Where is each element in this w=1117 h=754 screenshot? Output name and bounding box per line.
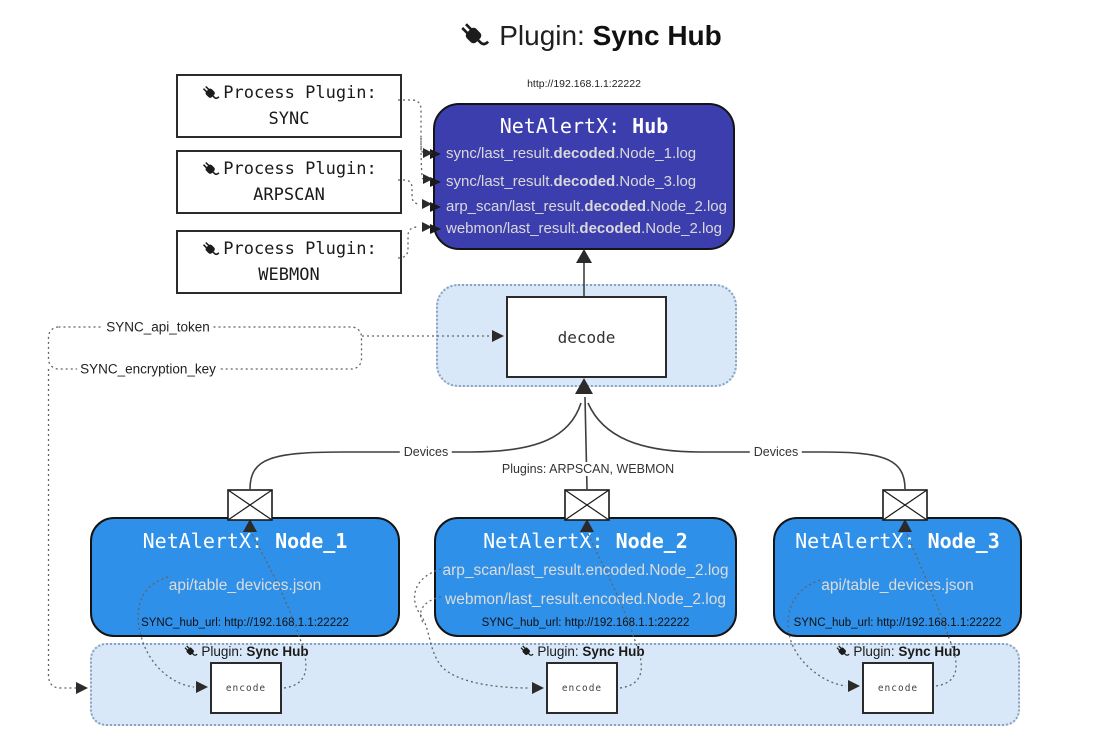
node-hub-url: SYNC_hub_url: http://192.168.1.1:22222 [141,617,349,629]
plug-icon [203,85,220,99]
plug-icon [461,23,490,46]
process-plugin-name: ARPSCAN [253,185,325,205]
page-title: Plugin: Sync Hub [380,14,800,58]
process-plugin-label: Process Plugin: [223,239,377,259]
node-hub-url: SYNC_hub_url: http://192.168.1.1:22222 [793,617,1002,629]
netalertx-hub-box: NetAlertX: Hub sync/last_result.decoded.… [430,103,735,250]
process-plugin-name: SYNC [268,109,310,129]
process-plugin-sync-box: Process Plugin: SYNC [176,74,402,138]
netalertx-node1-box: NetAlertX: Node_1 api/table_devices.json… [90,517,400,637]
netalertx-node3-box: NetAlertX: Node_3 api/table_devices.json… [773,517,1022,637]
process-plugin-name: WEBMON [258,265,320,285]
edge-label-devices-right: Devices [749,445,803,459]
encode-box: encode [546,662,618,714]
plug-icon [184,645,198,656]
process-plugin-label: Process Plugin: [223,83,377,103]
hub-title: NetAlertX: Hub [499,114,669,138]
edge-label-devices-left: Devices [399,445,453,459]
encoder-group-node1: Plugin: Sync Hub encode [166,643,326,714]
node-file: api/table_devices.json [821,576,974,594]
envelope-icon [564,489,610,521]
node-title: NetAlertX: Node_2 [483,529,688,553]
arrow-right-icon [430,223,441,234]
encoder-group-node2: Plugin: Sync Hub encode [502,643,662,714]
arrow-right-icon [430,201,441,212]
envelope-icon [227,489,273,521]
process-plugin-webmon-box: Process Plugin: WEBMON [176,230,402,294]
encoder-plugin-label: Plugin: Sync Hub [183,643,309,659]
encoder-group-node3: Plugin: Sync Hub encode [818,643,978,714]
sync-api-token-label: SYNC_api_token [103,319,213,335]
hub-file-row: webmon/last_result.decoded.Node_2.log [430,219,733,238]
arrowhead-into-strip [76,682,88,694]
node-file: api/table_devices.json [168,576,322,594]
node-file: webmon/last_result.encoded.Node_2.log [445,591,726,608]
netalertx-node2-box: NetAlertX: Node_2 arp_scan/last_result.e… [434,517,737,637]
envelope-icon [882,489,928,521]
title-text: Plugin: Sync Hub [499,20,722,51]
plug-icon [203,161,220,175]
decode-box: decode [506,296,667,378]
hub-file-row: arp_scan/last_result.decoded.Node_2.log [430,197,733,216]
encode-box: encode [210,662,282,714]
edge-label-plugins-middle: Plugins: ARPSCAN, WEBMON [497,462,679,476]
node-file: arp_scan/last_result.encoded.Node_2.log [442,562,729,579]
plug-icon [520,645,534,656]
node-title: NetAlertX: Node_3 [795,529,1000,553]
node-title: NetAlertX: Node_1 [142,529,348,553]
process-plugin-arpscan-box: Process Plugin: ARPSCAN [176,150,402,214]
arrow-right-icon [430,148,441,159]
encoder-plugin-label: Plugin: Sync Hub [835,643,961,659]
plug-icon [836,645,850,656]
sync-encryption-key-label: SYNC_encryption_key [77,361,219,377]
hub-file-row: sync/last_result.decoded.Node_3.log [430,172,733,191]
encode-box: encode [862,662,934,714]
hub-url-label: http://192.168.1.1:22222 [527,78,641,90]
plug-icon [203,241,220,255]
edge-encryption-key-to-strip [47,369,76,689]
arrow-right-icon [430,176,441,187]
edge-node3-to-decode [587,402,906,490]
node-hub-url: SYNC_hub_url: http://192.168.1.1:22222 [481,617,690,629]
arrowhead-into-hub [576,249,592,263]
process-plugin-label: Process Plugin: [223,159,377,179]
edge-sync-to-hub-line2 [420,137,424,180]
hub-file-row: sync/last_result.decoded.Node_1.log [430,144,733,163]
encoder-plugin-label: Plugin: Sync Hub [519,643,645,659]
